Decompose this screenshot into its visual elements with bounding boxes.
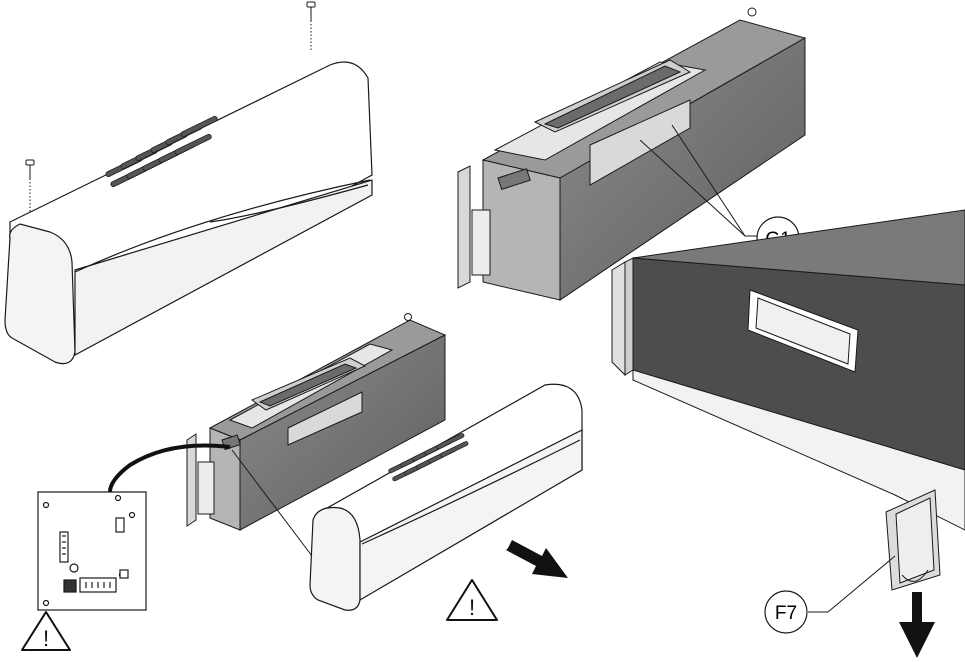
screw-icon (25, 159, 35, 212)
screw-icon (747, 7, 757, 17)
closed-cover-unit (4, 61, 373, 365)
removed-cover (309, 383, 583, 611)
open-unit-top (457, 19, 807, 301)
screw-icon (306, 1, 316, 52)
detail-leader (231, 449, 313, 557)
vent-slots (388, 433, 469, 482)
vent-slots (105, 115, 218, 188)
warning-triangle-icon: ! (446, 579, 498, 621)
warning-symbol: ! (469, 595, 475, 620)
arrow-down-icon (899, 592, 935, 658)
callout-f7-label: F7 (775, 603, 797, 624)
callout-f7: F7 (764, 590, 808, 634)
screw-icon (404, 313, 412, 321)
warning-symbol: ! (43, 626, 49, 651)
circuit-board-icon (37, 491, 147, 611)
arrow-right-icon (506, 540, 568, 578)
callout-g1-leaders (639, 124, 757, 237)
callout-f7-leader (808, 555, 896, 613)
control-cable (108, 443, 231, 493)
open-unit-middle (186, 319, 447, 531)
filter-housing (611, 209, 965, 591)
warning-triangle-icon: ! (21, 611, 71, 651)
